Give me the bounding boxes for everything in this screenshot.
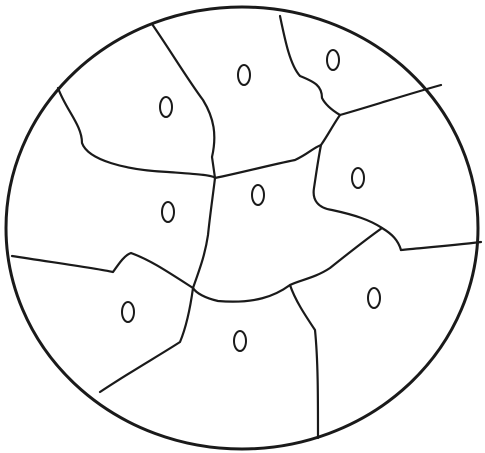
outer-boundary	[6, 7, 478, 449]
